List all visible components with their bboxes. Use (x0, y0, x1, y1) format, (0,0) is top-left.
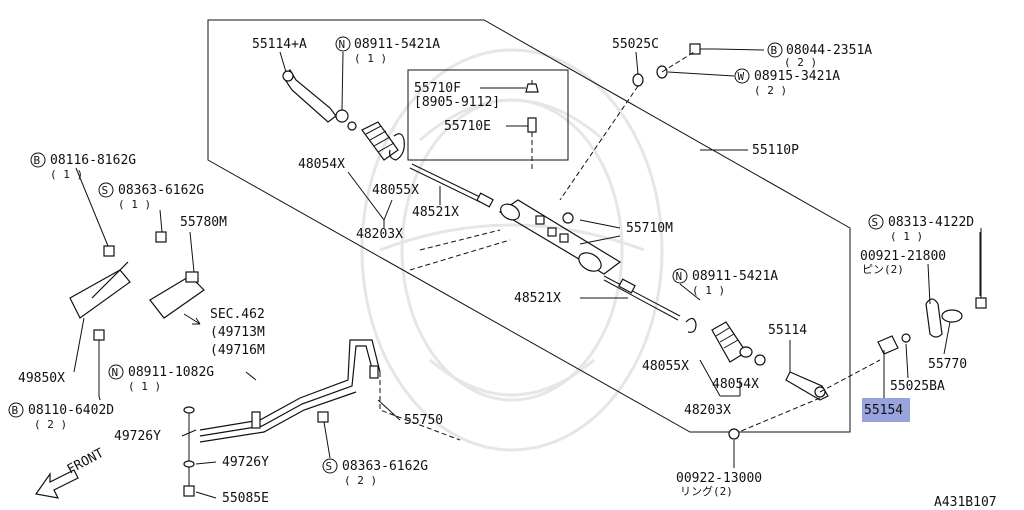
prefix-b: B (34, 154, 41, 167)
prefix-s: S (872, 216, 879, 229)
label-00922-sub: リング(2) (680, 484, 733, 498)
prefix-n: N (676, 270, 683, 283)
qty: ( 1 ) (890, 230, 923, 243)
tie-rod-end-top (282, 68, 357, 131)
label-sec462: SEC.462 (210, 307, 265, 322)
label-48521X-top: 48521X (412, 205, 459, 220)
qty: ( 2 ) (784, 56, 817, 69)
label-55025BA: 55025BA (890, 379, 945, 394)
label-55710E: 55710E (444, 119, 491, 134)
prefix-n: N (112, 366, 119, 379)
label-55770: 55770 (928, 357, 967, 372)
label-55114: 55114 (768, 323, 807, 338)
label-08911-mid: 08911-5421A (692, 269, 778, 284)
sensor-55780M (149, 271, 205, 319)
label-48054X-top: 48054X (298, 157, 345, 172)
prefix-w: W (738, 70, 745, 83)
inner-tie-rod-mid (603, 275, 681, 321)
bolt-55085E (183, 406, 195, 497)
assembly-box-outline (207, 19, 851, 433)
label-55114A: 55114+A (252, 37, 307, 52)
diagram-id: A431B107 (934, 495, 997, 510)
label-08911-low: 08911-1082G (128, 365, 214, 380)
qty: ( 2 ) (34, 418, 67, 431)
qty: ( 1 ) (128, 380, 161, 393)
label-49726Y-b: 49726Y (222, 455, 269, 470)
label-55710F-range: [8905-9112] (414, 95, 500, 110)
tie-rod-end-lower (785, 371, 829, 401)
hose-guides (379, 229, 511, 441)
label-00921-sub: ピン(2) (862, 263, 904, 276)
label-08915: 08915-3421A (754, 69, 840, 84)
hose-lines-55750 (199, 339, 381, 443)
label-49850X: 49850X (18, 371, 65, 386)
labels: 55114+A N 08911-5421A ( 1 ) 55025C B 080… (8, 36, 997, 510)
watermark-emblem (360, 48, 664, 452)
prefix-n: N (339, 38, 346, 51)
label-sec462-a: (49713M (210, 325, 265, 340)
label-55025C: 55025C (612, 37, 659, 52)
ring-00922 (728, 428, 740, 440)
label-49726Y-a: 49726Y (114, 429, 161, 444)
bolt-08363-low (317, 411, 329, 423)
guide-ring (733, 397, 821, 435)
qty: ( 1 ) (118, 198, 151, 211)
rack-housing (498, 199, 622, 275)
label-55110P: 55110P (752, 143, 799, 158)
label-08363-low: 08363-6162G (342, 459, 428, 474)
bolt-08313 (975, 228, 987, 309)
highlight-55154 (862, 398, 910, 422)
label-08110: 08110-6402D (28, 403, 114, 418)
label-48054X-mid: 48054X (712, 377, 759, 392)
prefix-b: B (771, 44, 778, 57)
label-front: FRONT (65, 446, 107, 478)
arrow-sec462 (183, 313, 201, 325)
qty: ( 2 ) (344, 474, 377, 487)
label-08044: 08044-2351A (786, 43, 872, 58)
label-48203X-mid: 48203X (684, 403, 731, 418)
label-00921: 00921-21800 (860, 249, 946, 264)
label-48055X-mid: 48055X (642, 359, 689, 374)
label-55085E: 55085E (222, 491, 269, 506)
subassembly-box (407, 69, 569, 161)
inner-tie-rod-top (409, 163, 494, 208)
qty: ( 1 ) (50, 168, 83, 181)
label-48055X-top: 48055X (372, 183, 419, 198)
bolt-08110 (93, 329, 105, 396)
label-55154: 55154 (864, 403, 903, 418)
bracket-49850X (69, 231, 167, 319)
qty: ( 1 ) (354, 52, 387, 65)
boot-top (361, 121, 405, 161)
label-08116: 08116-8162G (50, 153, 136, 168)
label-08313: 08313-4122D (888, 215, 974, 230)
label-55710F: 55710F (414, 81, 461, 96)
label-55780M: 55780M (180, 215, 227, 230)
qty: ( 2 ) (754, 84, 787, 97)
label-48203X-top: 48203X (356, 227, 403, 242)
boot-lower (685, 317, 766, 366)
bolt-08044 (689, 43, 716, 55)
front-arrow (34, 469, 79, 499)
label-00922: 00922-13000 (676, 471, 762, 486)
label-08911-top: 08911-5421A (354, 37, 440, 52)
prefix-s: S (326, 460, 333, 473)
prefix-b: B (12, 404, 19, 417)
valve-55710F (525, 80, 539, 93)
valve-55710E (527, 117, 537, 170)
label-48521X-mid: 48521X (514, 291, 561, 306)
prefix-s: S (102, 184, 109, 197)
label-sec462-b: (49716M (210, 343, 265, 358)
guide-right (819, 359, 881, 393)
label-08363-left: 08363-6162G (118, 183, 204, 198)
leader-lines (73, 48, 981, 499)
fitting-55154 (877, 333, 911, 355)
bracket-55770 (925, 298, 963, 338)
label-55750: 55750 (404, 413, 443, 428)
label-55710M: 55710M (626, 221, 673, 236)
qty: ( 1 ) (692, 284, 725, 297)
